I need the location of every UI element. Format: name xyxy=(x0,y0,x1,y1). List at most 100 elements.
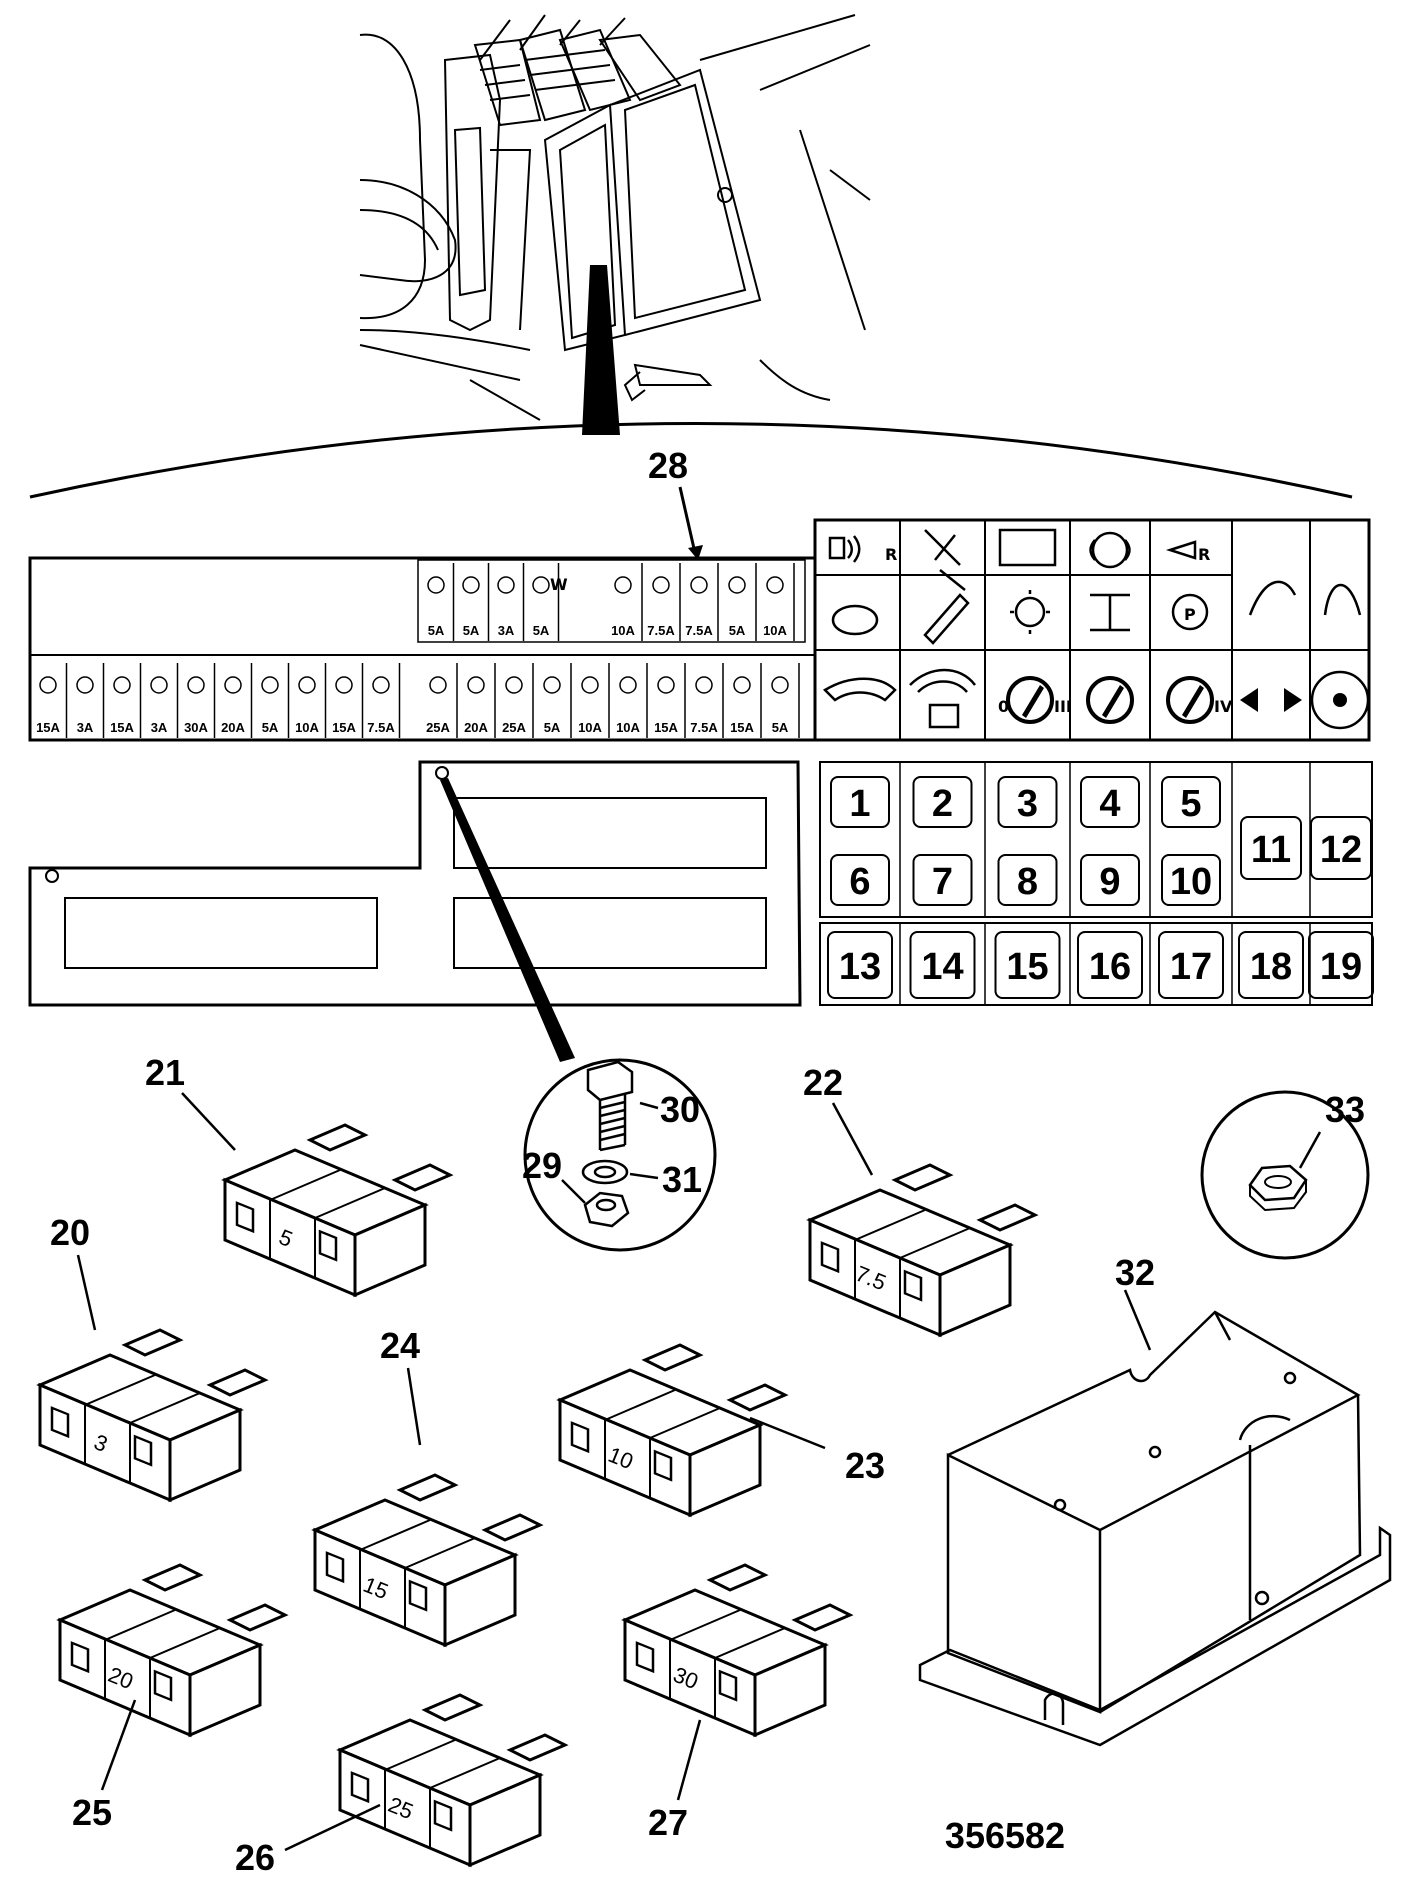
relay-number-6: 6 xyxy=(849,861,870,903)
lower-right-fuse-symbol-icon xyxy=(543,676,561,694)
symbol-letter-r1: R xyxy=(885,545,897,564)
callout-23: 23 xyxy=(845,1445,885,1486)
lower-left-fuse-rating-7: 5A xyxy=(262,720,279,735)
upper-fuse-symbol-icon xyxy=(497,576,515,594)
fuse-26: 25 xyxy=(336,1693,569,1868)
fuse-22: 7.5 xyxy=(806,1163,1039,1338)
callout-22: 22 xyxy=(803,1062,843,1103)
callout-25: 25 xyxy=(72,1792,112,1833)
relay-number-3: 3 xyxy=(1017,783,1038,825)
upper-fuse-symbol-icon xyxy=(427,576,445,594)
fuse-box-housing xyxy=(918,1289,1392,1747)
lower-right-fuse-rating-3: 25A xyxy=(502,720,526,735)
symbol-letter-p: P xyxy=(1184,605,1196,624)
upper-fuse-rating-1: 5A xyxy=(428,623,445,638)
symbol-letter-r2: R xyxy=(1198,545,1210,564)
relay-number-4: 4 xyxy=(1099,783,1120,825)
upper-fuse-rating-4: 5A xyxy=(533,623,550,638)
relay-slot-2 xyxy=(912,776,973,828)
callout-28: 28 xyxy=(648,445,688,486)
relay-slot-3 xyxy=(997,776,1058,828)
fuse-21: 5 xyxy=(221,1123,454,1298)
relay-number-14: 14 xyxy=(921,946,963,988)
relay-slot-6 xyxy=(830,854,890,906)
lower-right-fuse-rating-5: 10A xyxy=(578,720,602,735)
switch-label-iii: III xyxy=(1054,697,1072,716)
bolt-leader xyxy=(440,778,575,1062)
upper-fuse-symbol-icon xyxy=(766,576,784,594)
lower-right-fuse-symbol-icon xyxy=(619,676,637,694)
relay-number-1: 1 xyxy=(849,783,870,825)
lower-right-fuse-symbol-icon xyxy=(429,676,447,694)
lower-right-fuse-symbol-icon xyxy=(771,676,789,694)
lower-left-fuse-symbol-icon xyxy=(39,676,57,694)
relay-number-11: 11 xyxy=(1251,829,1291,871)
lower-right-fuse-symbol-icon xyxy=(467,676,485,694)
lower-right-fuse-symbol-icon xyxy=(695,676,713,694)
lower-right-fuse-rating-4: 5A xyxy=(544,720,561,735)
lower-left-fuse-symbol-icon xyxy=(298,676,316,694)
relay-number-19: 19 xyxy=(1320,946,1362,988)
lower-left-fuse-symbol-icon xyxy=(150,676,168,694)
lower-left-fuse-symbol-icon xyxy=(113,676,131,694)
relay-slot-12 xyxy=(1310,816,1372,880)
callout-21: 21 xyxy=(145,1052,185,1093)
fuse-23: 10 xyxy=(556,1343,789,1518)
switch-label-0: 0 xyxy=(998,697,1009,716)
callout-26: 26 xyxy=(235,1837,275,1878)
upper-fuse-rating-8: 5A xyxy=(729,623,746,638)
lower-right-fuse-rating-8: 7.5A xyxy=(690,720,718,735)
relay-number-16: 16 xyxy=(1089,946,1131,988)
lower-right-fuse-symbol-icon xyxy=(733,676,751,694)
lower-left-fuse-rating-4: 3A xyxy=(151,720,168,735)
relay-slot-15 xyxy=(994,931,1061,999)
lower-left-fuse-rating-3: 15A xyxy=(110,720,134,735)
lower-right-fuse-symbol-icon xyxy=(581,676,599,694)
upper-fuse-symbol-icon xyxy=(532,576,550,594)
callout-32: 32 xyxy=(1115,1252,1155,1293)
nut-detail: 33 xyxy=(1200,1089,1370,1260)
lower-left-fuse-symbol-icon xyxy=(224,676,242,694)
relay-slot-7 xyxy=(912,854,973,906)
callout-27: 27 xyxy=(648,1802,688,1843)
fuse-24: 15 xyxy=(311,1473,544,1648)
upper-fuse-symbol-icon xyxy=(462,576,480,594)
relay-slot-13 xyxy=(827,931,893,999)
lower-left-fuse-symbol-icon xyxy=(335,676,353,694)
lower-left-fuse-symbol-icon xyxy=(261,676,279,694)
fuse-20: 3 xyxy=(36,1328,269,1503)
switch-label-iv: IV xyxy=(1214,697,1233,716)
lower-right-fuse-rating-6: 10A xyxy=(616,720,640,735)
bolt-detail: 30 31 29 xyxy=(522,1058,717,1252)
lower-left-fuse-rating-9: 15A xyxy=(332,720,356,735)
relay-slot-8 xyxy=(997,854,1058,906)
relay-slot-5 xyxy=(1161,776,1221,828)
callout-20: 20 xyxy=(50,1212,90,1253)
lower-left-fuse-rating-8: 10A xyxy=(295,720,319,735)
pointer-wedge xyxy=(582,265,620,435)
upper-fuse-symbol-icon xyxy=(690,576,708,594)
callout-24: 24 xyxy=(380,1325,420,1366)
figure-id: 356582 xyxy=(945,1815,1065,1856)
relay-slot-4 xyxy=(1080,776,1140,828)
upper-fuse-rating-6: 7.5A xyxy=(647,623,675,638)
callout-29: 29 xyxy=(522,1145,562,1186)
upper-fuse-symbol-icon xyxy=(728,576,746,594)
lower-right-fuse-rating-2: 20A xyxy=(464,720,488,735)
relay-slot-10 xyxy=(1161,854,1221,906)
upper-fuse-rating-7: 7.5A xyxy=(685,623,713,638)
lower-right-fuse-rating-10: 5A xyxy=(772,720,789,735)
lower-right-fuse-rating-1: 25A xyxy=(426,720,450,735)
relay-number-13: 13 xyxy=(839,946,881,988)
fuse-27: 30 xyxy=(621,1563,854,1738)
lower-left-fuse-symbol-icon xyxy=(372,676,390,694)
fuse-25: 20 xyxy=(56,1563,289,1738)
upper-fuse-symbol-icon xyxy=(652,576,670,594)
lower-left-fuse-rating-6: 20A xyxy=(221,720,245,735)
relay-number-8: 8 xyxy=(1017,861,1038,903)
lower-right-fuse-symbol-icon xyxy=(657,676,675,694)
upper-fuse-rating-2: 5A xyxy=(463,623,480,638)
